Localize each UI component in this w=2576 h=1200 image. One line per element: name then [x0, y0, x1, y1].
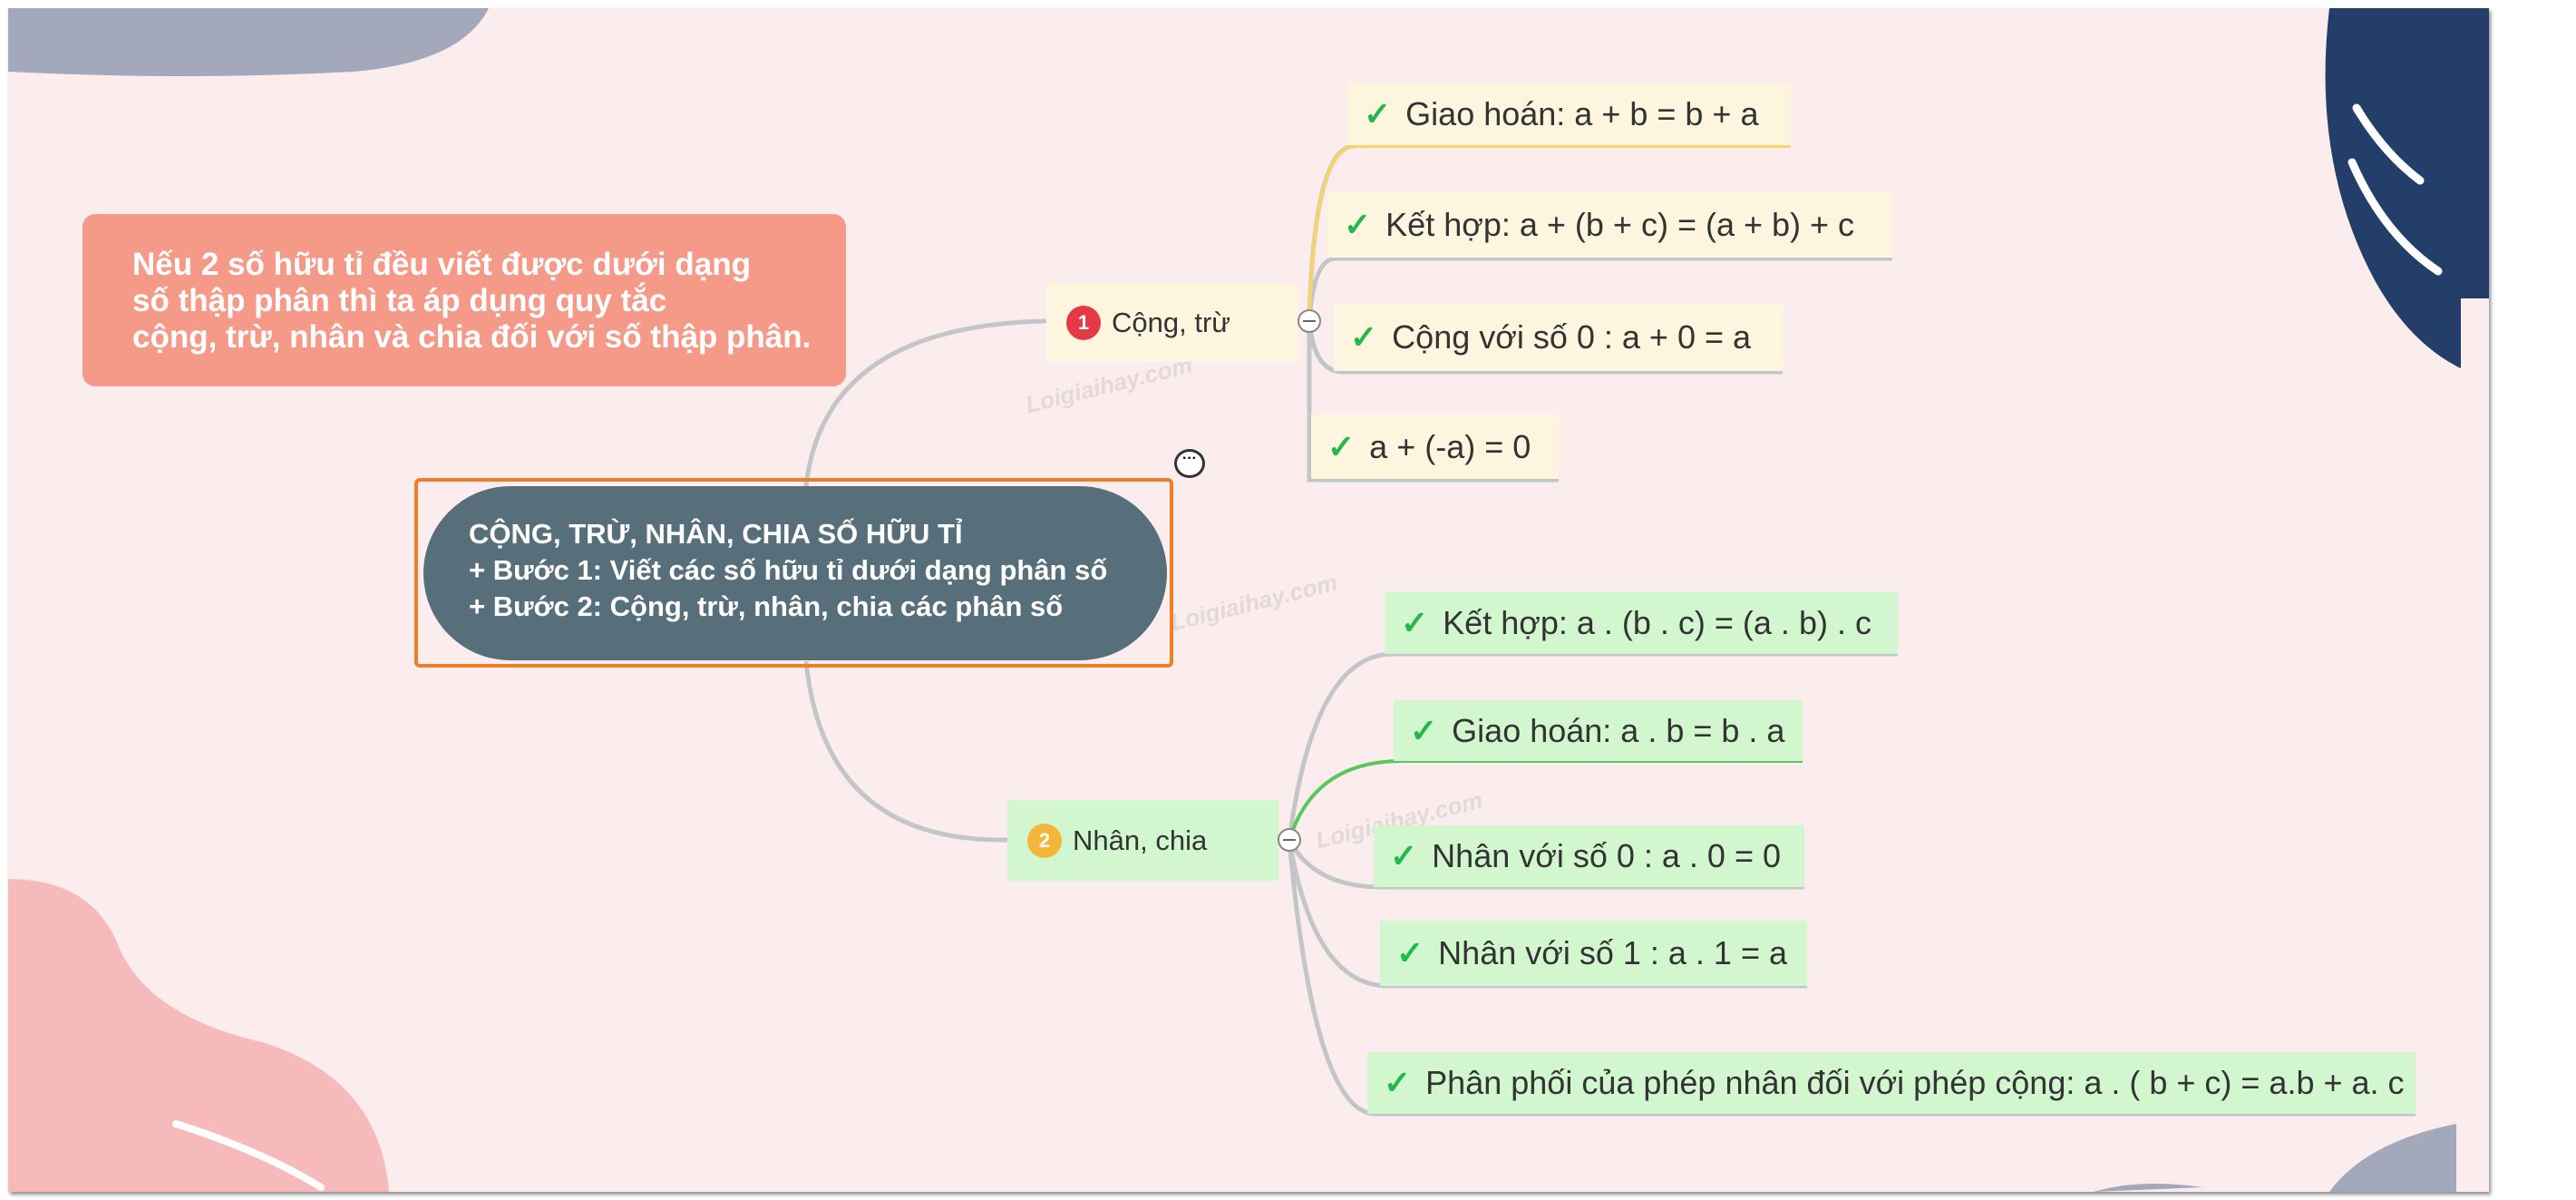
blob-bottom-left	[8, 879, 389, 1192]
blob-bottom-right	[2329, 1124, 2456, 1192]
check-icon: ✓	[1364, 94, 1392, 132]
leaf-node[interactable]: ✓ Kết hợp: a . (b . c) = (a . b) . c	[1385, 591, 1898, 654]
branch-nhan-chia[interactable]: 2 Nhân, chia	[1007, 800, 1278, 881]
check-icon: ✓	[1350, 318, 1378, 356]
leaf-label: Nhân với số 0 : a . 0 = 0	[1432, 837, 1781, 874]
leaf-label: Cộng với số 0 : a + 0 = a	[1392, 318, 1752, 356]
branch-label: Nhân, chia	[1073, 824, 1208, 856]
check-icon: ✓	[1327, 427, 1356, 465]
blob-bottom-mid	[2094, 1184, 2202, 1192]
leaf-node[interactable]: ✓ Nhân với số 0 : a . 0 = 0	[1374, 825, 1804, 887]
check-icon: ✓	[1396, 934, 1424, 971]
note-box[interactable]: Nếu 2 số hữu tỉ đều viết được dưới dạng …	[83, 214, 846, 386]
leaf-label: Kết hợp: a + (b + c) = (a + b) + c	[1385, 206, 1855, 243]
check-icon: ✓	[1384, 1064, 1412, 1101]
leaf-label: Giao hoán: a . b = b . a	[1452, 711, 1785, 749]
central-title: CỘNG, TRỪ, NHÂN, CHIA SỐ HỮU TỈ	[469, 518, 963, 550]
blob-stroke	[2348, 103, 2443, 276]
central-step-2: + Bước 2: Cộng, trừ, nhân, chia các phân…	[469, 590, 1064, 622]
leaf-node[interactable]: ✓ Giao hoán: a . b = b . a	[1394, 700, 1803, 761]
blob-top-right	[2325, 8, 2489, 379]
comment-icon[interactable]: ···	[1174, 449, 1205, 478]
central-step-1: + Bước 1: Viết các số hữu tỉ dưới dạng p…	[469, 554, 1108, 586]
check-icon: ✓	[1410, 711, 1438, 749]
check-icon: ✓	[1344, 206, 1372, 243]
blob-top-left	[8, 8, 489, 76]
collapse-toggle[interactable]	[1298, 309, 1321, 333]
leaf-label: Phân phối của phép nhân đối với phép cộn…	[1425, 1064, 2405, 1101]
mindmap-canvas: Nếu 2 số hữu tỉ đều viết được dưới dạng …	[8, 8, 2489, 1192]
branch-label: Cộng, trừ	[1112, 306, 1231, 338]
collapse-toggle[interactable]	[1278, 828, 1301, 852]
leaf-node[interactable]: ✓ a + (-a) = 0	[1311, 415, 1559, 479]
central-node[interactable]: CỘNG, TRỪ, NHÂN, CHIA SỐ HỮU TỈ + Bước 1…	[423, 486, 1167, 660]
branch-cong-tru[interactable]: 1 Cộng, trừ	[1046, 283, 1298, 362]
priority-1-badge: 1	[1066, 305, 1101, 340]
leaf-label: a + (-a) = 0	[1369, 427, 1531, 465]
leaf-label: Nhân với số 1 : a . 1 = a	[1438, 934, 1787, 971]
leaf-node[interactable]: ✓ Phân phối của phép nhân đối với phép cộ…	[1367, 1052, 2416, 1114]
check-icon: ✓	[1401, 603, 1429, 641]
blob-bottom-left-stroke	[172, 1120, 325, 1191]
leaf-node[interactable]: ✓ Kết hợp: a + (b + c) = (a + b) + c	[1327, 192, 1892, 258]
leaf-label: Kết hợp: a . (b . c) = (a . b) . c	[1443, 603, 1871, 641]
check-icon: ✓	[1390, 837, 1418, 874]
side-overlay	[2461, 298, 2489, 1192]
leaf-node[interactable]: ✓ Nhân với số 1 : a . 1 = a	[1380, 921, 1807, 986]
note-line: số thập phân thì ta áp dụng quy tắc	[132, 283, 667, 318]
leaf-label: Giao hoán: a + b = b + a	[1405, 94, 1759, 132]
note-line: cộng, trừ, nhân và chia đối với số thập …	[132, 319, 812, 355]
leaf-node[interactable]: ✓ Cộng với số 0 : a + 0 = a	[1334, 304, 1783, 371]
leaf-node[interactable]: ✓ Giao hoán: a + b = b + a	[1347, 83, 1791, 145]
priority-2-badge: 2	[1027, 823, 1062, 858]
note-line: Nếu 2 số hữu tỉ đều viết được dưới dạng	[132, 247, 751, 282]
central-node-selection	[414, 478, 1173, 668]
